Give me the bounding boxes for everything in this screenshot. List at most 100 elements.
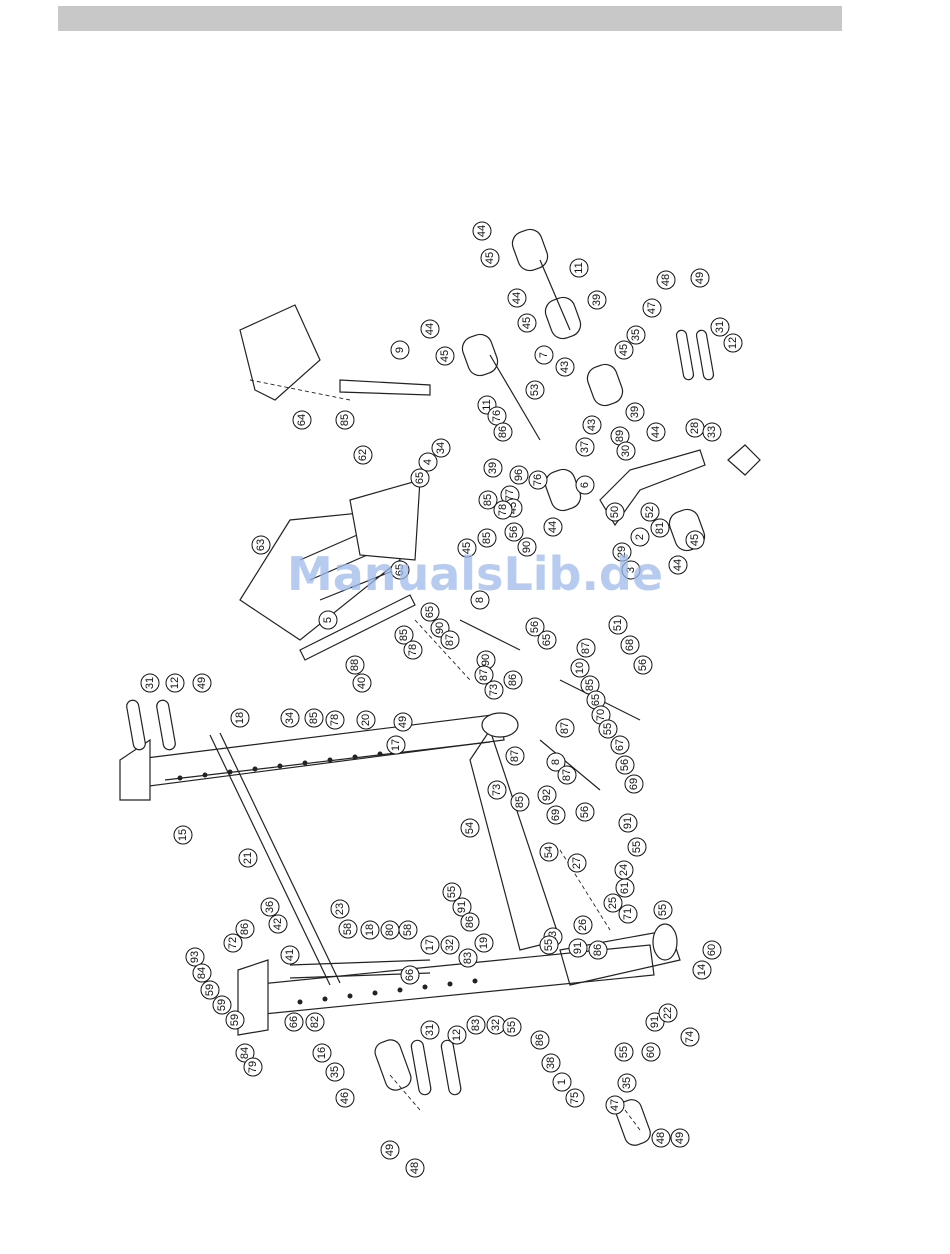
part-number-label: 54: [464, 822, 476, 834]
part-number-label: 15: [177, 829, 189, 841]
part-number-label: 91: [622, 817, 634, 829]
part-callout-circle: [325, 1062, 345, 1082]
part-callout: 62: [353, 445, 373, 465]
part-callout-circle: [493, 500, 513, 520]
part-callout: 22: [658, 1003, 678, 1023]
part-number-label: 66: [404, 969, 416, 981]
part-callout-circle: [557, 765, 577, 785]
part-callout-circle: [390, 340, 410, 360]
part-number-label: 48: [660, 274, 672, 286]
part-callout: 85: [477, 528, 497, 548]
part-callout-circle: [305, 1012, 325, 1032]
part-number-label: 51: [612, 619, 624, 631]
part-callout-circle: [575, 475, 595, 495]
part-callout-circle: [405, 1158, 425, 1178]
part-callout-circle: [620, 635, 640, 655]
part-callout-circle: [460, 818, 480, 838]
part-callout: 2: [630, 527, 650, 547]
part-number-label: 49: [196, 677, 208, 689]
part-callout-circle: [318, 610, 338, 630]
part-callout: 45: [614, 340, 634, 360]
part-callout-circle: [528, 470, 548, 490]
part-callout-circle: [650, 518, 670, 538]
part-callout: 33: [702, 422, 722, 442]
part-callout-circle: [335, 410, 355, 430]
part-callout: 88: [345, 655, 365, 675]
part-number-label: 2: [634, 534, 646, 540]
part-callout: 72: [223, 933, 243, 953]
part-callout: 48: [651, 1128, 671, 1148]
part-number-label: 35: [621, 1077, 633, 1089]
part-callout-circle: [509, 465, 529, 485]
part-callout: 91: [618, 813, 638, 833]
part-number-label: 86: [497, 426, 509, 438]
part-callout: 23: [330, 899, 350, 919]
part-number-label: 32: [444, 939, 456, 951]
part-number-label: 18: [364, 924, 376, 936]
part-number-label: 34: [435, 442, 447, 454]
part-number-label: 87: [559, 722, 571, 734]
part-callout: 85: [394, 625, 414, 645]
part-callout: 53: [525, 380, 545, 400]
part-callout-circle: [576, 638, 596, 658]
part-number-label: 90: [480, 654, 492, 666]
part-number-label: 46: [339, 1092, 351, 1104]
part-callout: 15: [173, 825, 193, 845]
part-number-label: 55: [631, 841, 643, 853]
part-callout-circle: [685, 530, 705, 550]
part-callout: 86: [235, 919, 255, 939]
part-number-label: 85: [482, 494, 494, 506]
part-number-label: 31: [714, 321, 726, 333]
part-callout-circle: [603, 893, 623, 913]
part-callout: 87: [576, 638, 596, 658]
part-callout: 35: [626, 325, 646, 345]
part-callout: 7: [534, 345, 554, 365]
part-callout-circle: [617, 1073, 637, 1093]
part-callout-circle: [543, 517, 563, 537]
part-callout: 38: [541, 1053, 561, 1073]
part-callout: 82: [305, 1012, 325, 1032]
part-number-label: 75: [569, 1092, 581, 1104]
part-callout: 14: [692, 960, 712, 980]
part-number-label: 87: [509, 750, 521, 762]
part-number-label: 22: [662, 1007, 674, 1019]
part-callout-circle: [510, 792, 530, 812]
part-number-label: 56: [508, 526, 520, 538]
part-callout-circle: [452, 897, 472, 917]
part-number-label: 55: [618, 1046, 630, 1058]
part-callout: 35: [325, 1062, 345, 1082]
part-callout: 34: [280, 708, 300, 728]
part-callout: 49: [670, 1128, 690, 1148]
part-callout-circle: [588, 940, 608, 960]
part-callout-circle: [280, 945, 300, 965]
part-callout-circle: [658, 1003, 678, 1023]
part-number-label: 91: [572, 942, 584, 954]
part-callout: 86: [503, 670, 523, 690]
part-callout: 91: [645, 1012, 665, 1032]
part-number-label: 43: [586, 419, 598, 431]
part-callout: 86: [530, 1030, 550, 1050]
part-number-label: 23: [334, 903, 346, 915]
part-callout-circle: [400, 965, 420, 985]
part-callout: 91: [452, 897, 472, 917]
part-callout-circle: [670, 1128, 690, 1148]
part-callout: 40: [352, 673, 372, 693]
part-callout-circle: [480, 248, 500, 268]
part-callout: 81: [650, 518, 670, 538]
part-number-label: 66: [288, 1016, 300, 1028]
part-callout-circle: [702, 940, 722, 960]
part-callout: 79: [243, 1057, 263, 1077]
part-callout: 90: [517, 537, 537, 557]
part-callout: 59: [212, 995, 232, 1015]
part-callout-circle: [466, 1015, 486, 1035]
part-number-label: 45: [439, 350, 451, 362]
part-callout: 12: [723, 333, 743, 353]
part-number-label: 37: [579, 441, 591, 453]
part-number-label: 44: [424, 323, 436, 335]
part-callout: 91: [568, 938, 588, 958]
part-number-label: 45: [461, 542, 473, 554]
part-callout: 51: [608, 615, 628, 635]
part-callout-circle: [418, 452, 438, 472]
part-callout: 59: [200, 980, 220, 1000]
